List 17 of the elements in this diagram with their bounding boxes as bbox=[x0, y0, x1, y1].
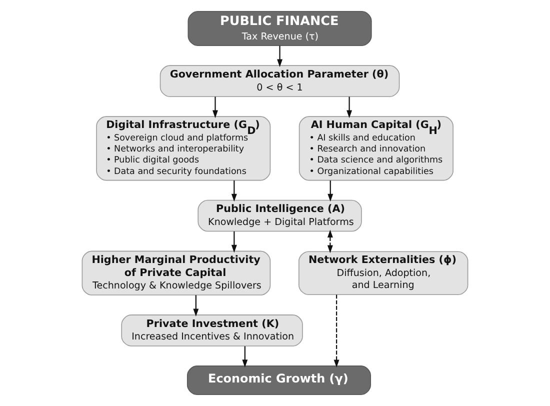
arrow bbox=[346, 96, 352, 118]
node-box: Public Intelligence (A) Knowledge + Digital Platforms bbox=[198, 200, 362, 232]
arrow bbox=[193, 295, 199, 317]
arrow bbox=[328, 180, 334, 202]
node-box: Economic Growth (γ) bbox=[186, 366, 371, 396]
arrow bbox=[231, 180, 237, 202]
node-box: Higher Marginal Productivity of Private Capital Technology & Knowledge Spillovers bbox=[82, 250, 271, 296]
node-box: Network Externalities (ϕ) Diffusion, Adoption, and Learning bbox=[298, 251, 468, 296]
arrow bbox=[231, 231, 237, 253]
arrow bbox=[327, 230, 333, 254]
node-box: Government Allocation Parameter (θ) 0 < θ < 1 bbox=[160, 65, 400, 98]
node-box: Private Investment (K) Increased Incentives & Innovation bbox=[121, 314, 303, 346]
arrow bbox=[242, 346, 248, 368]
arrow bbox=[212, 96, 218, 118]
arrow bbox=[277, 46, 283, 68]
node-box: PUBLIC FINANCE Tax Revenue (τ) bbox=[188, 10, 372, 46]
arrow bbox=[334, 294, 340, 368]
